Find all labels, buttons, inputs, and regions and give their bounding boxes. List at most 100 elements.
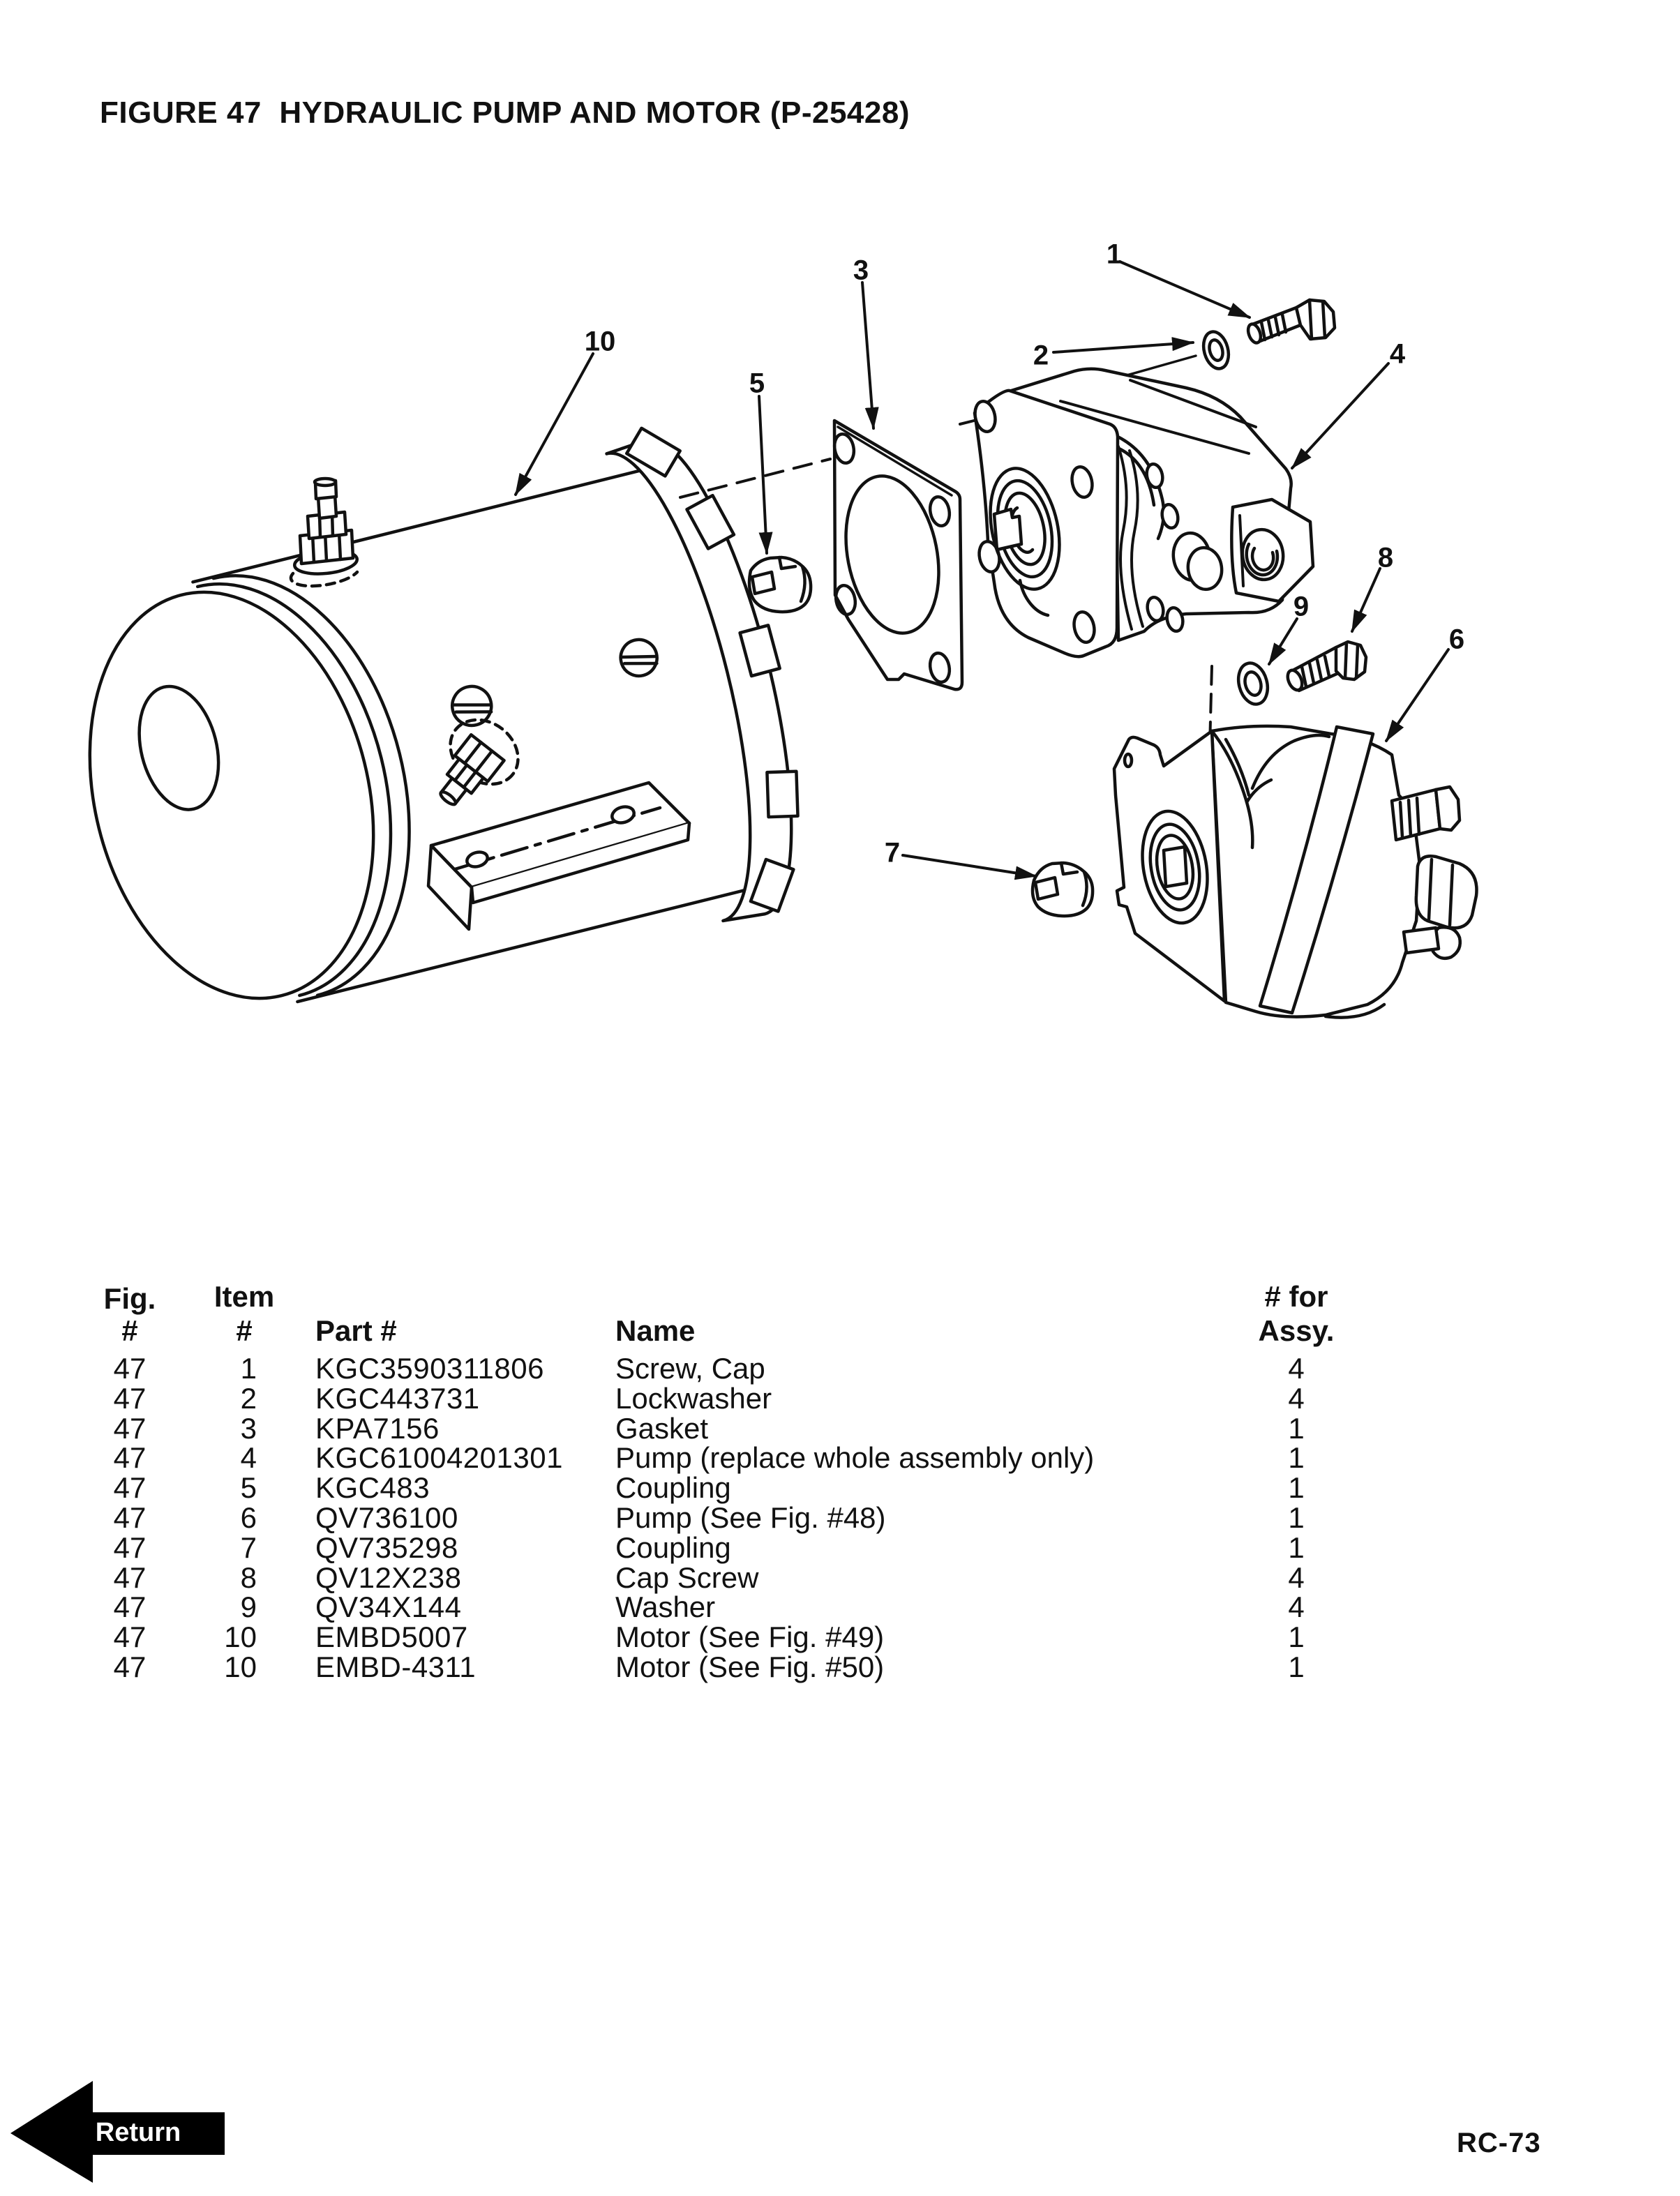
- cell-item: 10: [224, 1650, 257, 1683]
- cell-part: QV34X144: [315, 1590, 462, 1624]
- return-arrow[interactable]: [0, 2065, 279, 2196]
- callout-4: 4: [1389, 338, 1406, 370]
- gasket-drawing: [832, 419, 964, 691]
- callout-6: 6: [1448, 624, 1465, 655]
- cell-item: 9: [240, 1590, 257, 1624]
- cell-qty: 1: [1288, 1441, 1305, 1475]
- cell-fig: 47: [113, 1620, 147, 1654]
- cell-item: 6: [240, 1501, 257, 1534]
- cell-name: Pump (See Fig. #48): [615, 1501, 886, 1534]
- cell-name: Cap Screw: [615, 1560, 759, 1594]
- cell-fig: 47: [113, 1531, 147, 1564]
- cell-name: Screw, Cap: [615, 1352, 765, 1385]
- cell-qty: 1: [1288, 1650, 1305, 1683]
- callout-leaders: [514, 260, 1450, 880]
- cell-part: QV12X238: [315, 1560, 462, 1594]
- callout-3: 3: [853, 255, 869, 286]
- cell-item: 3: [240, 1411, 257, 1445]
- cell-name: Motor (See Fig. #49): [615, 1620, 885, 1654]
- motor-terminal-stud: [289, 476, 359, 588]
- header-part: Part #: [315, 1314, 397, 1347]
- table-row: 47 10 EMBD-4311 Motor (See Fig. #50) 1: [0, 1650, 1680, 1683]
- header-fig-line2: #: [121, 1314, 138, 1347]
- cell-fig: 47: [113, 1411, 147, 1445]
- header-item-line1: Item: [213, 1280, 275, 1313]
- cell-part: EMBD-4311: [315, 1650, 477, 1683]
- table-row: 47 2 KGC443731 Lockwasher 4: [0, 1381, 1680, 1415]
- callout-1: 1: [1106, 239, 1123, 270]
- cell-qty: 1: [1288, 1531, 1305, 1564]
- cell-qty: 1: [1288, 1411, 1305, 1445]
- cell-part: EMBD5007: [315, 1620, 468, 1654]
- callout-8: 8: [1377, 542, 1394, 573]
- cell-item: 4: [240, 1441, 257, 1475]
- table-row: 47 7 QV735298 Coupling 1: [0, 1533, 1680, 1563]
- screw-8-drawing: [1286, 640, 1368, 693]
- table-row: 47 8 QV12X238 Cap Screw 4: [0, 1563, 1680, 1593]
- cell-item: 10: [224, 1620, 257, 1654]
- cell-fig: 47: [113, 1560, 147, 1594]
- washer-2-drawing: [1201, 330, 1231, 370]
- cell-qty: 4: [1288, 1590, 1305, 1624]
- cell-name: Washer: [615, 1590, 716, 1624]
- cell-qty: 4: [1288, 1560, 1305, 1594]
- page-title: FIGURE 47 HYDRAULIC PUMP AND MOTOR (P-25…: [100, 96, 910, 130]
- motor-side-stud: [439, 718, 520, 806]
- table-row: 47 1 KGC3590311806 Screw, Cap 4: [0, 1352, 1680, 1385]
- callout-7: 7: [884, 837, 901, 868]
- motor-drawing: [88, 426, 800, 1004]
- cell-fig: 47: [113, 1352, 147, 1385]
- pump-6-drawing: [1112, 724, 1478, 1019]
- cell-name: Pump (replace whole assembly only): [615, 1441, 1095, 1475]
- cell-name: Coupling: [615, 1531, 731, 1564]
- cell-part: KGC483: [315, 1471, 430, 1505]
- cell-fig: 47: [113, 1441, 147, 1475]
- cell-fig: 47: [113, 1501, 147, 1534]
- motor-bracket: [426, 781, 691, 931]
- cell-qty: 4: [1288, 1381, 1305, 1415]
- table-row: 47 9 QV34X144 Washer 4: [0, 1593, 1680, 1623]
- screw-1-drawing: [1246, 298, 1337, 345]
- cell-fig: 47: [113, 1650, 147, 1683]
- table-row: 47 5 KGC483 Coupling 1: [0, 1473, 1680, 1503]
- cell-part: KGC3590311806: [315, 1352, 544, 1385]
- cell-item: 7: [240, 1531, 257, 1564]
- pump-4-drawing: [973, 367, 1315, 659]
- cell-item: 2: [240, 1381, 257, 1415]
- cell-qty: 1: [1288, 1620, 1305, 1654]
- header-assy-line1: # for: [1264, 1280, 1328, 1313]
- cell-name: Coupling: [615, 1471, 731, 1505]
- header-assy-line2: Assy.: [1258, 1314, 1335, 1347]
- cell-item: 1: [240, 1352, 257, 1385]
- header-fig-line1: Fig.: [103, 1282, 156, 1315]
- cell-part: QV735298: [315, 1531, 458, 1564]
- page-number: RC-73: [1457, 2128, 1541, 2158]
- cell-fig: 47: [113, 1590, 147, 1624]
- callout-10: 10: [584, 326, 616, 357]
- header-name: Name: [615, 1314, 696, 1347]
- callout-5: 5: [749, 368, 765, 399]
- callout-9: 9: [1293, 591, 1310, 622]
- cell-fig: 47: [113, 1471, 147, 1505]
- cell-fig: 47: [113, 1381, 147, 1415]
- cell-part: KPA7156: [315, 1411, 440, 1445]
- cell-name: Lockwasher: [615, 1381, 772, 1415]
- cell-name: Motor (See Fig. #50): [615, 1650, 885, 1683]
- cell-qty: 4: [1288, 1352, 1305, 1385]
- cell-item: 5: [240, 1471, 257, 1505]
- washer-9-drawing: [1236, 661, 1270, 706]
- coupling-5-drawing: [747, 555, 813, 614]
- cell-item: 8: [240, 1560, 257, 1594]
- cell-qty: 1: [1288, 1501, 1305, 1534]
- table-row: 47 3 KPA7156 Gasket 1: [0, 1411, 1680, 1445]
- cell-name: Gasket: [615, 1411, 709, 1445]
- callout-2: 2: [1033, 340, 1049, 371]
- table-row: 47 4 KGC61004201301 Pump (replace whole ass…: [0, 1443, 1680, 1473]
- cell-part: KGC443731: [315, 1381, 480, 1415]
- cell-qty: 1: [1288, 1471, 1305, 1505]
- cell-part: KGC61004201301: [315, 1441, 563, 1475]
- return-button-label[interactable]: Return: [95, 2118, 181, 2147]
